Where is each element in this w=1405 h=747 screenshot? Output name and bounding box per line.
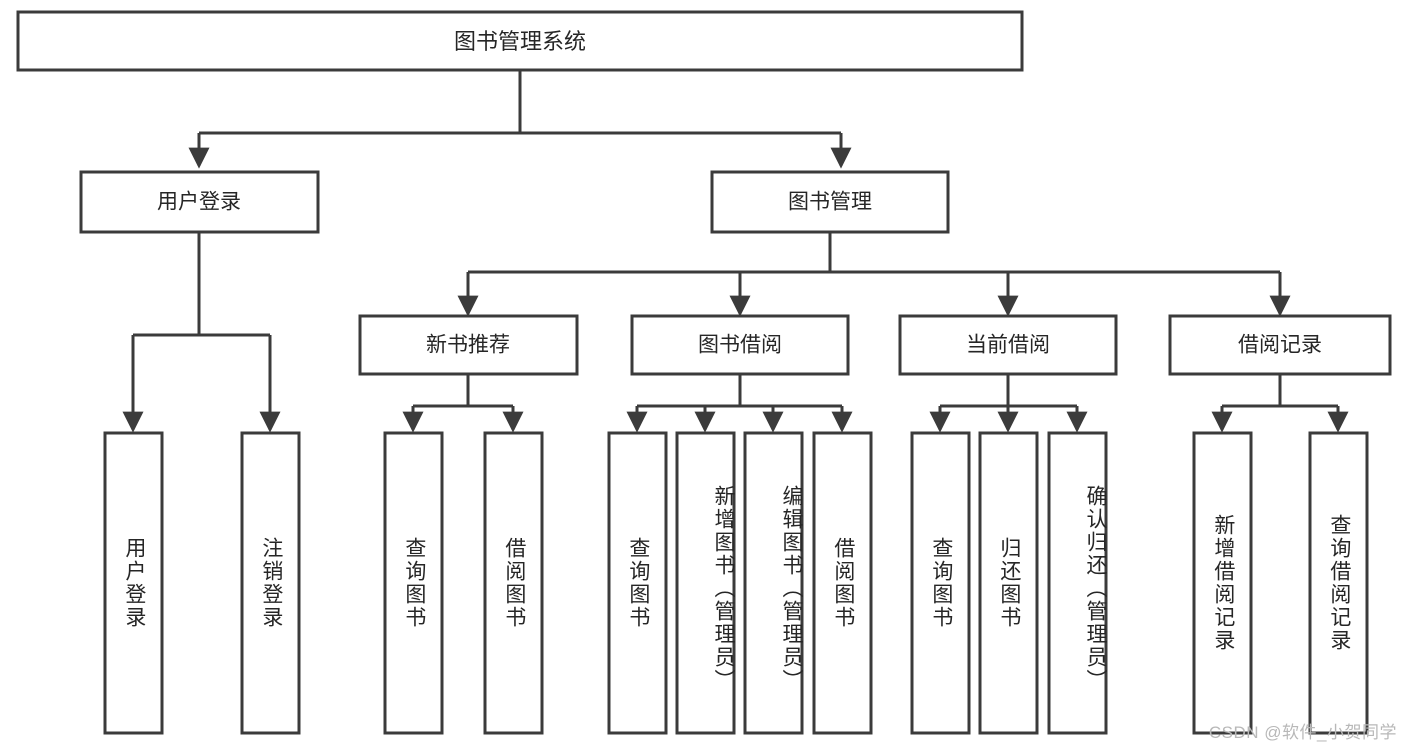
node-book-manage-label: 图书管理 xyxy=(788,191,872,214)
leaf-query-book-3-box[interactable] xyxy=(910,431,971,735)
node-borrow-record-label: 借阅记录 xyxy=(1238,334,1322,357)
leaf-return-book-box[interactable] xyxy=(978,431,1039,735)
leaf-add-record-box[interactable] xyxy=(1192,431,1253,735)
node-user-login[interactable]: 用户登录 xyxy=(79,170,320,234)
node-user-login-box[interactable] xyxy=(79,170,320,234)
node-current-borrow-label: 当前借阅 xyxy=(966,334,1050,357)
node-new-book-rec-box[interactable] xyxy=(358,314,579,376)
leaf-confirm-return-box[interactable] xyxy=(1047,431,1108,735)
leaf-borrow-book-1-box[interactable] xyxy=(483,431,544,735)
leaf-query-record-box[interactable] xyxy=(1308,431,1369,735)
node-book-borrow-label: 图书借阅 xyxy=(698,334,782,357)
node-book-borrow[interactable]: 图书借阅 xyxy=(630,314,850,376)
node-book-borrow-box[interactable] xyxy=(630,314,850,376)
csdn-watermark: CSDN @软件_小贺同学 xyxy=(1208,723,1397,742)
connectors xyxy=(122,70,1349,433)
node-new-book-rec[interactable]: 新书推荐 xyxy=(358,314,579,376)
leaf-boxes xyxy=(103,431,1369,735)
leaf-query-book-1-box[interactable] xyxy=(383,431,444,735)
node-root-box[interactable] xyxy=(16,10,1024,72)
node-root[interactable]: 图书管理系统 xyxy=(16,10,1024,72)
leaf-user-login-box[interactable] xyxy=(103,431,164,735)
node-current-borrow-box[interactable] xyxy=(898,314,1118,376)
node-book-manage-box[interactable] xyxy=(710,170,950,234)
node-borrow-record[interactable]: 借阅记录 xyxy=(1168,314,1392,376)
leaf-borrow-book-2-box[interactable] xyxy=(812,431,873,735)
leaf-query-book-2-box[interactable] xyxy=(607,431,668,735)
leaf-edit-book-box[interactable] xyxy=(743,431,804,735)
node-book-manage[interactable]: 图书管理 xyxy=(710,170,950,234)
node-root-label: 图书管理系统 xyxy=(454,29,586,54)
node-user-login-label: 用户登录 xyxy=(157,191,241,214)
leaf-add-book-box[interactable] xyxy=(675,431,736,735)
leaf-logout-box[interactable] xyxy=(240,431,301,735)
node-new-book-rec-label: 新书推荐 xyxy=(426,334,510,357)
node-current-borrow[interactable]: 当前借阅 xyxy=(898,314,1118,376)
node-borrow-record-box[interactable] xyxy=(1168,314,1392,376)
